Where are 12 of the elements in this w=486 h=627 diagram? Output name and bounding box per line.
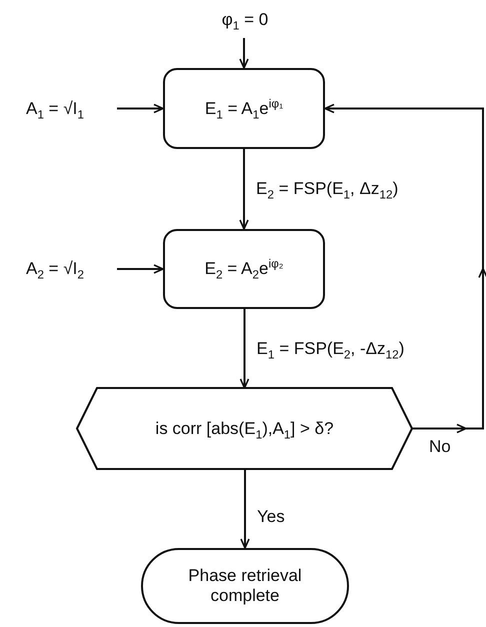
- process-box: [163, 229, 325, 309]
- formula-text: A$_{1}$ = √I$_{1}$: [26, 99, 84, 119]
- edge-label: E$_{2}$ = FSP(E$_{1}$, Δz$_{12}$): [254, 179, 400, 199]
- formula-text: E$_{1}$ = A$_{1}$e$^{iφ₁}$: [204, 98, 284, 118]
- formula-text: φ$_{1}$ = 0: [222, 10, 268, 30]
- formula-text: E$_{2}$ = A$_{2}$e$^{iφ₂}$: [204, 259, 284, 279]
- terminal-text: Phase retrieval complete: [187, 566, 303, 606]
- decision-hexagon: [76, 387, 414, 470]
- process-box: [163, 68, 325, 149]
- formula-text: A$_{2}$ = √I$_{2}$: [26, 259, 84, 279]
- edge-label: E$_{1}$ = FSP(E$_{2}$, -Δz$_{12}$): [254, 338, 406, 358]
- formula-text: is corr [abs(E$_{1}$),A$_{1}$] > δ?: [155, 418, 334, 438]
